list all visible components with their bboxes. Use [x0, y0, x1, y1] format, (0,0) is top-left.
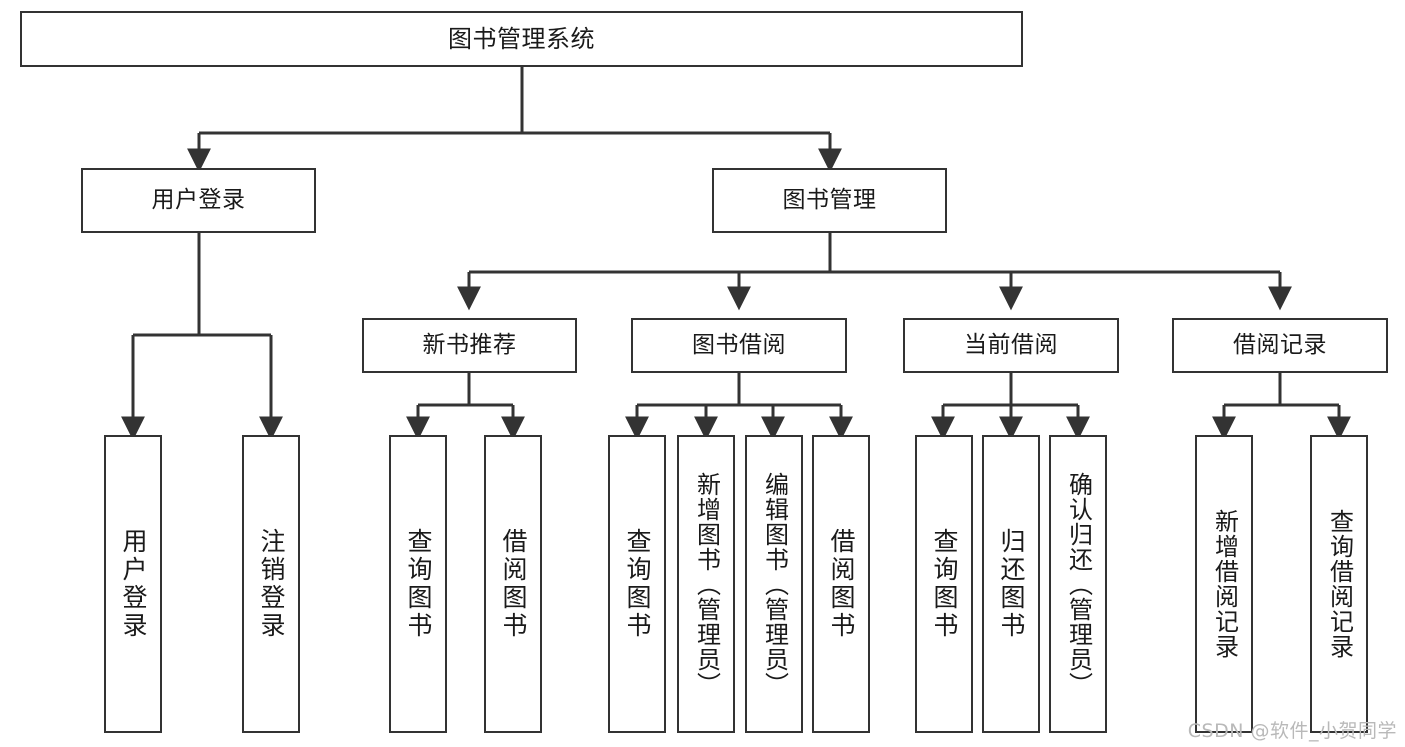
node-label: 借阅记录: [1233, 331, 1327, 358]
node-leaf-borrow-book[interactable]: 借阅图书: [812, 435, 870, 733]
node-label: 确认归还（管理员）: [1064, 471, 1093, 697]
node-leaf-borrow-book-recommend[interactable]: 借阅图书: [484, 435, 542, 733]
node-label: 编辑图书（管理员）: [760, 471, 789, 697]
node-book-management[interactable]: 图书管理: [712, 168, 947, 233]
node-label: 归还图书: [997, 528, 1026, 640]
node-label: 新书推荐: [422, 331, 517, 358]
node-label: 图书管理: [782, 186, 877, 213]
node-label: 查询图书: [623, 528, 652, 640]
node-leaf-edit-book-admin[interactable]: 编辑图书（管理员）: [745, 435, 803, 733]
node-label: 当前借阅: [964, 331, 1058, 358]
node-label: 查询图书: [404, 528, 433, 640]
node-label: 查询借阅记录: [1325, 509, 1354, 659]
node-leaf-add-borrow-record[interactable]: 新增借阅记录: [1195, 435, 1253, 733]
node-label: 新增图书（管理员）: [692, 471, 721, 697]
node-label: 借阅图书: [827, 528, 856, 640]
node-label: 用户登录: [119, 528, 148, 640]
node-book-borrow[interactable]: 图书借阅: [631, 318, 847, 373]
node-leaf-query-borrow-record[interactable]: 查询借阅记录: [1310, 435, 1368, 733]
node-borrow-record[interactable]: 借阅记录: [1172, 318, 1388, 373]
node-label: 查询图书: [930, 528, 959, 640]
watermark-text: CSDN @软件_小贺同学: [1187, 720, 1397, 742]
node-leaf-query-book-recommend[interactable]: 查询图书: [389, 435, 447, 733]
node-leaf-query-book-current[interactable]: 查询图书: [915, 435, 973, 733]
node-label: 用户登录: [151, 186, 246, 213]
node-leaf-return-book[interactable]: 归还图书: [982, 435, 1040, 733]
node-label: 注销登录: [257, 528, 286, 640]
node-label: 借阅图书: [499, 528, 528, 640]
node-new-book-recommend[interactable]: 新书推荐: [362, 318, 577, 373]
node-leaf-query-book-borrow[interactable]: 查询图书: [608, 435, 666, 733]
node-label: 新增借阅记录: [1210, 509, 1239, 659]
node-label: 图书管理系统: [448, 24, 595, 53]
node-label: 图书借阅: [692, 331, 786, 358]
node-leaf-add-book-admin[interactable]: 新增图书（管理员）: [677, 435, 735, 733]
node-user-login[interactable]: 用户登录: [81, 168, 316, 233]
node-leaf-logout[interactable]: 注销登录: [242, 435, 300, 733]
node-leaf-user-login[interactable]: 用户登录: [104, 435, 162, 733]
node-current-borrow[interactable]: 当前借阅: [903, 318, 1119, 373]
node-leaf-confirm-return-admin[interactable]: 确认归还（管理员）: [1049, 435, 1107, 733]
node-root-system[interactable]: 图书管理系统: [20, 11, 1023, 67]
